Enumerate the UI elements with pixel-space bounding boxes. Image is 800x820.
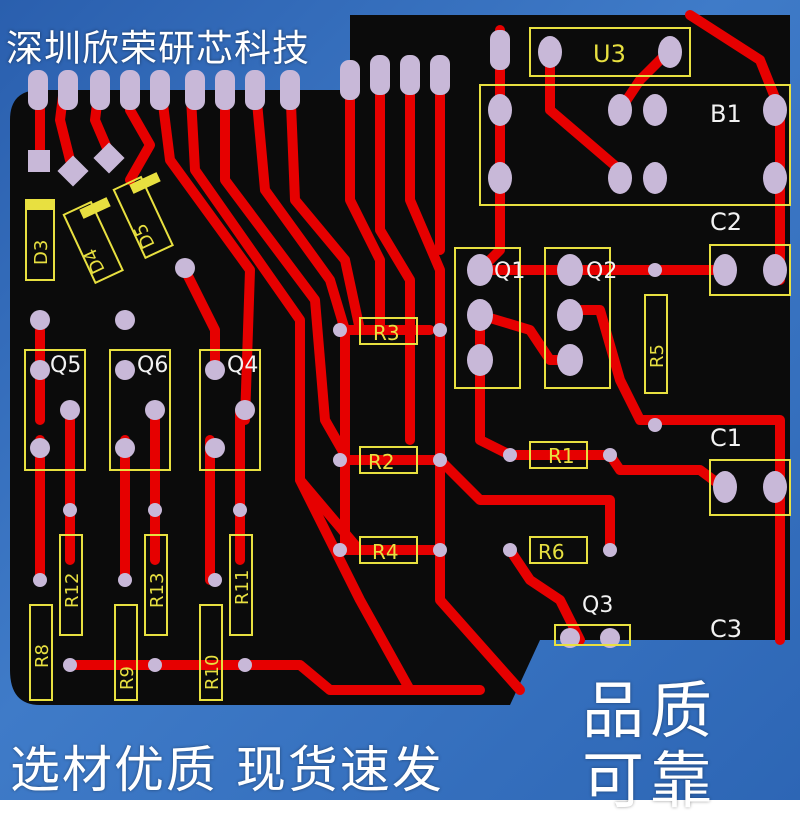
d4-band (79, 197, 111, 219)
label-r11: R11 (232, 570, 253, 605)
label-c1: C1 (710, 424, 742, 452)
label-c2: C2 (710, 208, 742, 236)
pcb-board: U3 B1 C2 C1 C3 Q1 Q2 Q3 Q5 Q6 Q4 R3 R2 R… (10, 10, 791, 705)
label-r1: R1 (548, 444, 575, 468)
silkscreen-outlines (24, 27, 791, 701)
company-name: 深圳欣荣研芯科技 (6, 27, 310, 70)
label-r3: R3 (373, 321, 400, 345)
label-r13: R13 (147, 573, 168, 608)
label-q5: Q5 (50, 353, 81, 378)
d3-band (26, 200, 54, 210)
label-d3: D3 (31, 240, 52, 265)
quality-badge-line1: 品质 (582, 674, 719, 747)
label-r2: R2 (368, 450, 395, 474)
label-r5: R5 (647, 344, 668, 368)
label-r6: R6 (538, 540, 565, 564)
label-c3: C3 (710, 615, 742, 643)
quality-badge-line2: 可靠 (582, 744, 719, 817)
label-q4: Q4 (227, 353, 258, 378)
label-r8: R8 (32, 644, 53, 668)
label-q1: Q1 (494, 259, 525, 284)
label-q2: Q2 (586, 259, 617, 284)
label-q3: Q3 (582, 593, 613, 618)
pcb-substrate (10, 15, 790, 705)
label-b1: B1 (710, 100, 742, 128)
label-r4: R4 (372, 540, 399, 564)
label-r12: R12 (62, 573, 83, 608)
label-r9: R9 (117, 666, 138, 690)
label-u3: U3 (593, 40, 626, 68)
label-q6: Q6 (137, 353, 168, 378)
pcb-pads (28, 30, 787, 672)
d5-band (129, 172, 161, 194)
slogan-text: 选材优质 现货速发 (10, 741, 444, 799)
label-r10: R10 (202, 655, 223, 690)
